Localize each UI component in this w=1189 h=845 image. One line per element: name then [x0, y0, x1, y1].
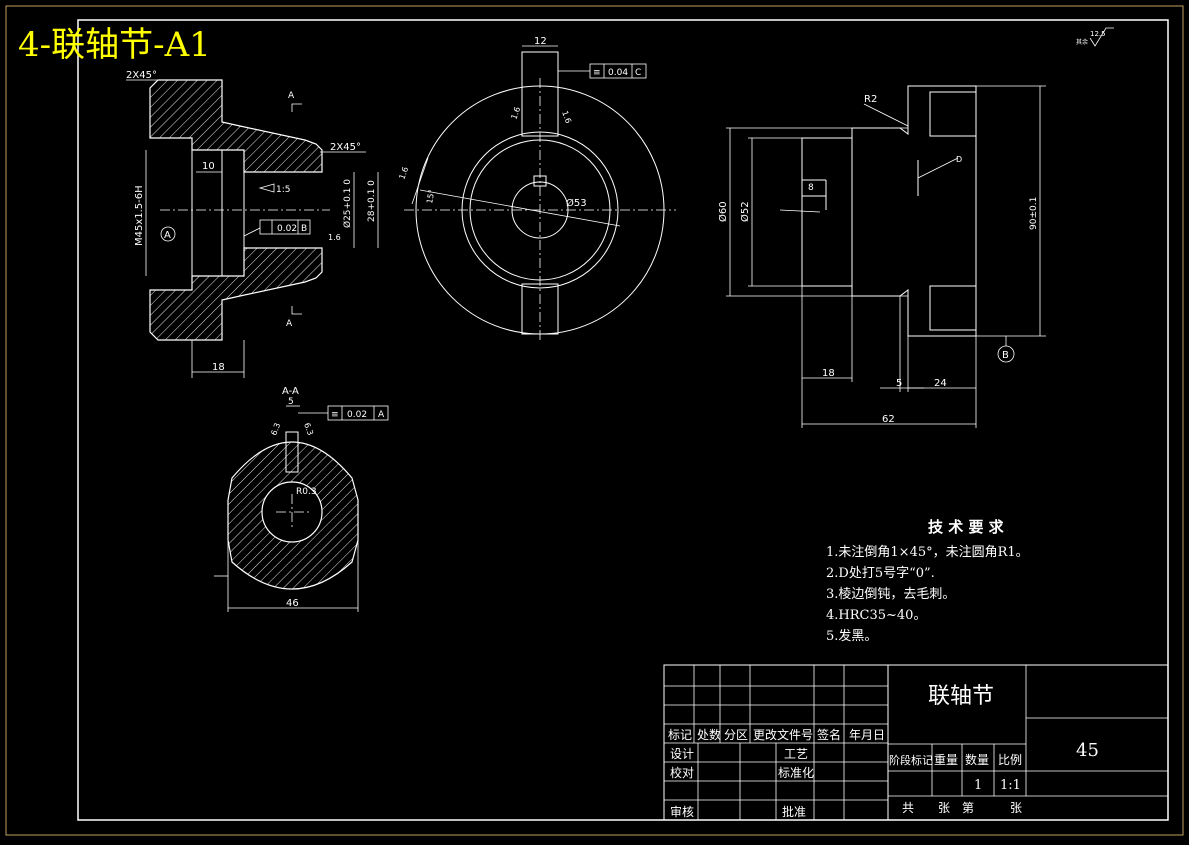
roughness-symbol: 12.5 其余	[1076, 27, 1114, 47]
tech-item-2: 2.D处打5号字“0”.	[826, 566, 935, 581]
svg-text:≡: ≡	[593, 68, 601, 78]
roughness-end-b: 1.6	[560, 110, 573, 125]
dim-8-side: 8	[808, 183, 814, 193]
rev-header-3: 分区	[724, 728, 748, 742]
tech-heading: 技 术 要 求	[928, 518, 1005, 536]
dim-46: 46	[286, 598, 299, 609]
dim-24: 24	[934, 378, 947, 389]
dim-62: 62	[882, 414, 895, 425]
roughness-end-a: 1.6	[509, 106, 522, 121]
sym-datum-aa: A	[378, 410, 385, 420]
taper-mark: 1:5	[276, 185, 290, 195]
part-name: 联轴节	[928, 684, 994, 709]
label-approve: 批准	[782, 804, 806, 819]
outer-frame	[5, 5, 1184, 836]
svg-text:≡: ≡	[331, 410, 339, 420]
sym-value-end: 0.04	[608, 68, 628, 78]
sheet-unit-2: 张	[1010, 801, 1022, 815]
section-mark-bottom: A	[286, 319, 293, 329]
section-aa-view: A-A 5 ≡ 0.02 A 6.3 6.3 R0.3 46	[214, 386, 389, 612]
label-standard: 标准化	[778, 766, 814, 780]
dia-53: Ø53	[566, 197, 587, 209]
dia-28: 28+0.1 0	[367, 180, 377, 222]
roughness-aa-b: 6.3	[302, 422, 315, 437]
section-aa-body	[227, 441, 359, 590]
sheet-unit-1: 张	[938, 801, 950, 815]
runout-value: 0.02	[277, 224, 297, 234]
thread-spec: M45x1.5-6H	[134, 185, 145, 246]
dim-90: 90±0.1	[1029, 197, 1039, 230]
runout-datum: B	[301, 224, 307, 234]
drawing-title: 4-联轴节-A1	[18, 25, 211, 65]
dim-18-front: 18	[212, 362, 225, 373]
label-process: 工艺	[784, 747, 808, 761]
stage-header-4: 比例	[998, 753, 1022, 767]
dim-10: 10	[202, 161, 215, 172]
tech-item-4: 4.HRC35~40。	[826, 608, 926, 623]
aa-label: A-A	[282, 386, 299, 397]
front-bore	[191, 149, 245, 277]
tech-item-1: 1.未注倒角1×45°，未注圆角R1。	[826, 545, 1029, 560]
sym-value-aa: 0.02	[347, 410, 367, 420]
sheet-num-label: 第	[962, 801, 974, 815]
section-mark-top: A	[288, 91, 295, 101]
dia-25: Ø25+0.1 0	[342, 179, 353, 228]
tech-item-3: 3.棱边倒钝，去毛刺。	[826, 586, 955, 602]
scale: 1:1	[1000, 778, 1021, 793]
roughness-front: 1.6	[328, 233, 341, 242]
chamfer-top: 2X45°	[126, 70, 157, 81]
dim-5-side: 5	[896, 378, 902, 389]
stage-header-3: 数量	[965, 752, 989, 767]
inner-frame	[77, 19, 1169, 821]
angle-15: 15°	[425, 189, 436, 205]
front-section-view: M45x1.5-6H A 10 18 2X45° 2X45° A A 1:5 0…	[126, 70, 379, 378]
roughness-rest: 其余	[1076, 38, 1088, 46]
dim-12: 12	[534, 36, 547, 47]
dim-18-side: 18	[822, 368, 835, 379]
tech-item-5: 5.发黑。	[826, 628, 877, 644]
datum-b: B	[1002, 350, 1009, 361]
label-review: 审核	[670, 804, 694, 819]
material: 45	[1076, 740, 1099, 761]
sheet-total-label: 共	[902, 801, 914, 815]
dia-60: Ø60	[717, 201, 729, 222]
datum-a: A	[164, 230, 171, 241]
stage-header-1: 阶段标记	[889, 753, 933, 767]
front-section-top	[149, 79, 323, 173]
rev-header-5: 签名	[817, 727, 841, 742]
technical-requirements: 技 术 要 求 1.未注倒角1×45°，未注圆角R1。 2.D处打5号字“0”.…	[826, 518, 1029, 644]
rev-header-2: 处数	[697, 727, 721, 742]
side-view: D Ø60 Ø52 8 R2 90±0.1 B 18 5 24 62	[717, 85, 1046, 428]
front-section-bottom	[149, 247, 323, 341]
rev-header-1: 标记	[668, 728, 692, 742]
title-block: 联轴节 45 标记 处数 分区 更改文件号 签名 年月日 设计 校对 审核 工艺…	[663, 664, 1169, 821]
label-design: 设计	[670, 747, 694, 761]
side-outline	[801, 85, 977, 337]
roughness-end-c: 1.6	[397, 166, 410, 181]
end-view: 12 ≡ 0.04 C 1.6 1.6 1.6 15° Ø53	[397, 36, 676, 342]
label-check: 校对	[670, 765, 694, 780]
dim-5-aa: 5	[288, 397, 294, 407]
r2-label: R2	[864, 94, 877, 105]
chamfer-mid: 2X45°	[330, 142, 361, 153]
sym-datum-end: C	[635, 68, 641, 78]
dia-52: Ø52	[739, 201, 751, 222]
stage-header-2: 重量	[934, 753, 958, 767]
mark-d: D	[956, 155, 962, 164]
roughness-value: 12.5	[1090, 30, 1106, 38]
rev-header-6: 年月日	[849, 728, 885, 742]
roughness-aa-a: 6.3	[269, 422, 282, 437]
quantity: 1	[974, 778, 982, 793]
rev-header-4: 更改文件号	[753, 727, 813, 742]
r03-label: R0.3	[296, 487, 317, 497]
